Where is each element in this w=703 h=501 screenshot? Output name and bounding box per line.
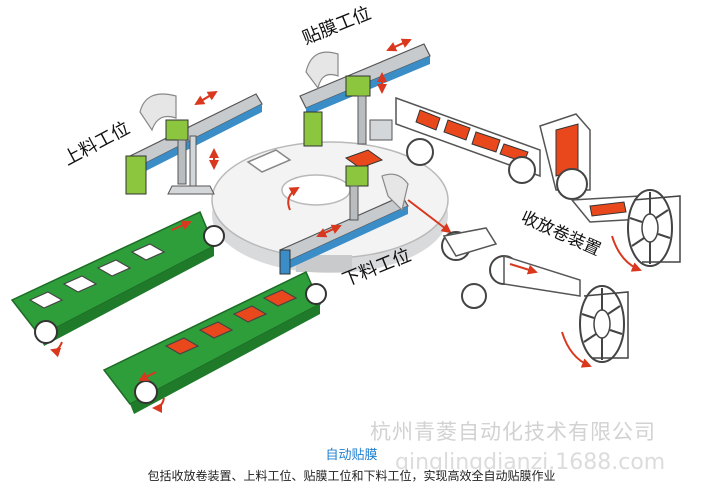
unloading-gantry	[279, 165, 409, 275]
caption-title: 自动贴膜	[325, 448, 378, 463]
lower-reel	[561, 285, 629, 368]
film-gantry	[299, 38, 431, 147]
caption-subtitle: 包括收放卷装置、上料工位、贴膜工位和下料工位，实现高效全自动贴膜作业	[147, 469, 556, 483]
film-path-lower	[407, 199, 581, 309]
loading-gantry	[125, 90, 263, 195]
loading-conveyor-panels	[28, 243, 166, 309]
unloading-conveyor-panels	[164, 289, 298, 355]
watermark-url: qinglingdianzi.1688.com	[395, 450, 666, 475]
loading-conveyor	[10, 210, 225, 358]
film-path-upper	[395, 96, 662, 223]
rotary-table-panels	[246, 149, 384, 173]
rotation-arrow	[287, 187, 300, 211]
watermark-company: 杭州青菱自动化技术有限公司	[370, 420, 656, 444]
unloading-conveyor	[102, 270, 327, 414]
upper-reel	[611, 189, 681, 272]
